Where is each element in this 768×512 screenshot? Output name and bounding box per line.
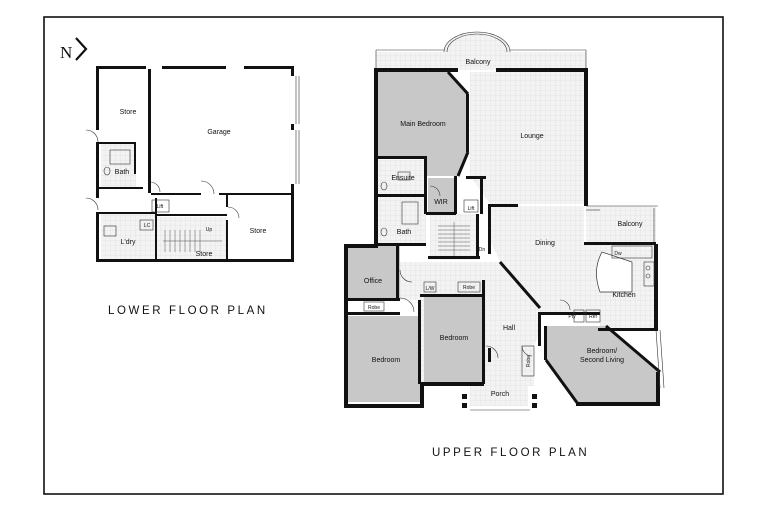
upper-bedroom-left (348, 316, 420, 402)
lower-laundry-label: L'dry (121, 239, 136, 246)
upper-main-bedroom-label: Main Bedroom (400, 121, 446, 128)
upper-ref-label: Ref (589, 314, 597, 320)
upper-bedroom-second-label-2: Second Living (580, 357, 624, 364)
lower-store-bottom-label: Store (196, 251, 213, 258)
upper-pty-label: Pty (568, 314, 576, 320)
upper-lounge (470, 72, 584, 204)
upper-lounge-label: Lounge (520, 133, 543, 140)
upper-ensuite (378, 160, 426, 194)
upper-lift-label: Lift (468, 206, 475, 212)
lower-floor-plan-heading: LOWER FLOOR PLAN (108, 305, 268, 317)
lower-up-label: Up (206, 227, 213, 233)
lower-laundry-room (101, 214, 155, 259)
upper-robe-office-label: Robe (368, 305, 380, 311)
upper-bedroom-second-label-1: Bedroom/ (587, 348, 617, 355)
lower-bath-room (101, 144, 136, 187)
upper-kitchen-label: Kitchen (612, 292, 635, 299)
upper-main-bedroom (378, 72, 468, 176)
upper-dining-label: Dining (535, 240, 555, 247)
upper-balcony-top-label: Balcony (466, 59, 491, 66)
upper-bedroom-left-label: Bedroom (372, 357, 401, 364)
lower-floor-plan: Store Garage Bath Lift L'dry LC Up Store… (85, 66, 300, 262)
upper-dining (490, 206, 600, 312)
upper-dw-label: Dw (614, 251, 622, 257)
north-arrow-icon: N (60, 37, 88, 62)
upper-office (348, 244, 400, 300)
upper-porch-label: Porch (491, 391, 509, 398)
upper-robe-mid-label: Robe (463, 285, 475, 291)
upper-floor-plan-heading: UPPER FLOOR PLAN (432, 447, 589, 459)
upper-dn-label: Dn (479, 247, 486, 253)
upper-bedroom-second-living (546, 326, 660, 404)
upper-balcony-right-label: Balcony (618, 221, 643, 228)
lower-store-right-label: Store (250, 228, 267, 235)
lower-lift-label: Lift (157, 204, 164, 210)
drawing-frame (43, 16, 724, 495)
lower-bath-label: Bath (115, 169, 130, 176)
lower-lc-label: LC (144, 223, 151, 229)
upper-wir (428, 178, 454, 212)
upper-office-label: Office (364, 278, 382, 285)
upper-hall-label: Hall (503, 325, 516, 332)
upper-porch (470, 384, 528, 406)
upper-bedroom-mid (424, 296, 484, 382)
upper-lw-label: L/W (426, 286, 435, 292)
upper-ensuite-label: Ensuite (391, 175, 414, 182)
upper-floor-labels: Balcony Main Bedroom Lounge Ensuite WIR … (364, 59, 643, 398)
lower-garage-label: Garage (207, 129, 230, 136)
upper-balcony-top (376, 52, 586, 70)
upper-bedroom-mid-label: Bedroom (440, 335, 469, 342)
upper-floor-plan (344, 31, 665, 411)
upper-balcony-right (586, 206, 656, 244)
north-label: N (60, 43, 72, 62)
upper-wir-label: WIR (434, 199, 448, 206)
upper-bath-label: Bath (397, 229, 412, 236)
upper-robe-vertical-label: Robe (526, 355, 532, 367)
lower-stair-area (157, 217, 227, 259)
lower-store-top-label: Store (120, 109, 137, 116)
